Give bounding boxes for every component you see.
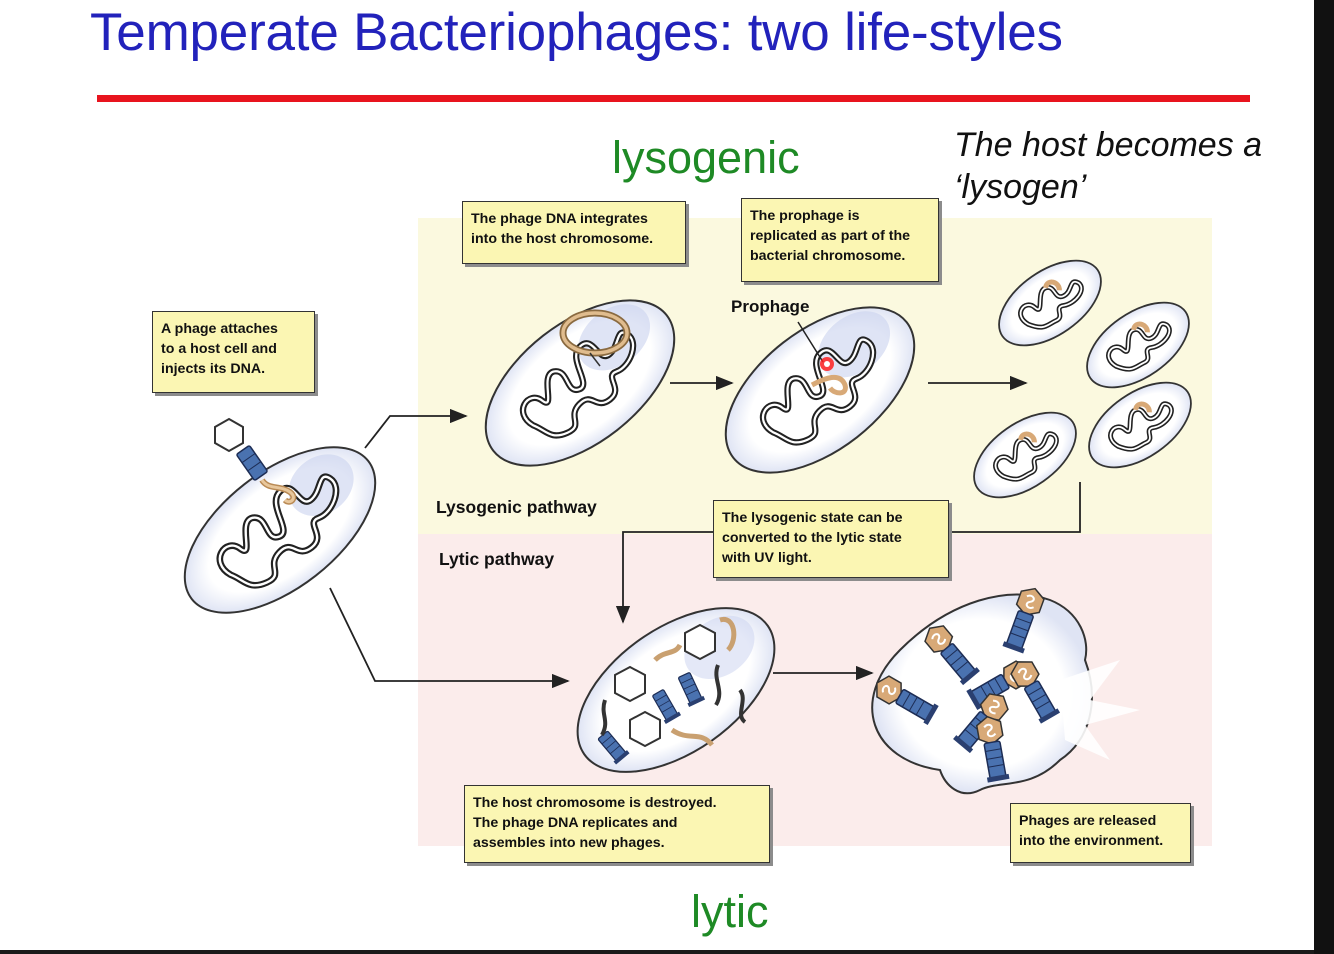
callout-destroy: The host chromosome is destroyed. The ph… [464,785,770,863]
callout-uv: The lysogenic state can be converted to … [713,500,949,578]
phage-parts [595,616,747,766]
callout-destroy-line: The phage DNA replicates and [473,815,678,831]
callout-uv-line: converted to the lytic state [722,530,902,546]
callout-attach-line: A phage attaches [161,321,278,337]
callout-replicate-line: The prophage is [750,208,860,224]
slide-title: Temperate Bacteriophages: two life-style… [90,3,1063,62]
lysogenic-heading: lysogenic [612,132,800,183]
callout-integrate-line: The phage DNA integrates [471,211,648,227]
callout-uv-line: The lysogenic state can be [722,510,903,526]
callout-integrate-line: into the host chromosome. [471,231,654,247]
lysogen-cell-4 [1088,381,1192,469]
infected-host-cell [183,446,377,614]
lytic-pathway-label: Lytic pathway [439,549,555,569]
lysogen-cell-3 [973,411,1077,499]
callout-replicate-line: bacterial chromosome. [750,248,906,264]
title-underline [97,95,1250,102]
callout-attach: A phage attaches to a host cell and inje… [152,311,315,393]
callout-attach-line: injects its DNA. [161,361,266,377]
prophage-label: Prophage [731,297,810,316]
lysogenic-pathway-label: Lysogenic pathway [436,497,597,517]
bursting-cell [871,585,1140,795]
callout-attach-line: to a host cell and [161,341,277,357]
callout-release-line: Phages are released [1019,813,1157,829]
lytic-heading: lytic [691,886,769,937]
callout-replicate: The prophage is replicated as part of th… [741,198,939,282]
integrating-cell [484,299,676,467]
lysogen-cell-2 [1086,301,1190,389]
bottom-edge [0,950,1314,954]
attaching-phage [214,417,297,505]
callout-replicate-line: replicated as part of the [750,228,911,244]
callout-release: Phages are released into the environment… [1010,803,1191,863]
replicating-cell [576,607,776,773]
callout-destroy-line: The host chromosome is destroyed. [473,795,717,811]
lysogen-note: The host becomes a ‘lysogen’ [954,126,1263,206]
lysogen-cell-1 [998,259,1102,347]
callout-destroy-line: assembles into new phages. [473,835,665,851]
prophage-pointer [797,321,824,363]
callout-release-line: into the environment. [1019,833,1164,849]
phage-dna-circle [559,309,631,367]
callout-uv-line: with UV light. [722,550,812,566]
callout-integrate: The phage DNA integrates into the host c… [462,201,686,264]
window-edge [1314,0,1334,954]
prophage-cell [724,306,916,474]
